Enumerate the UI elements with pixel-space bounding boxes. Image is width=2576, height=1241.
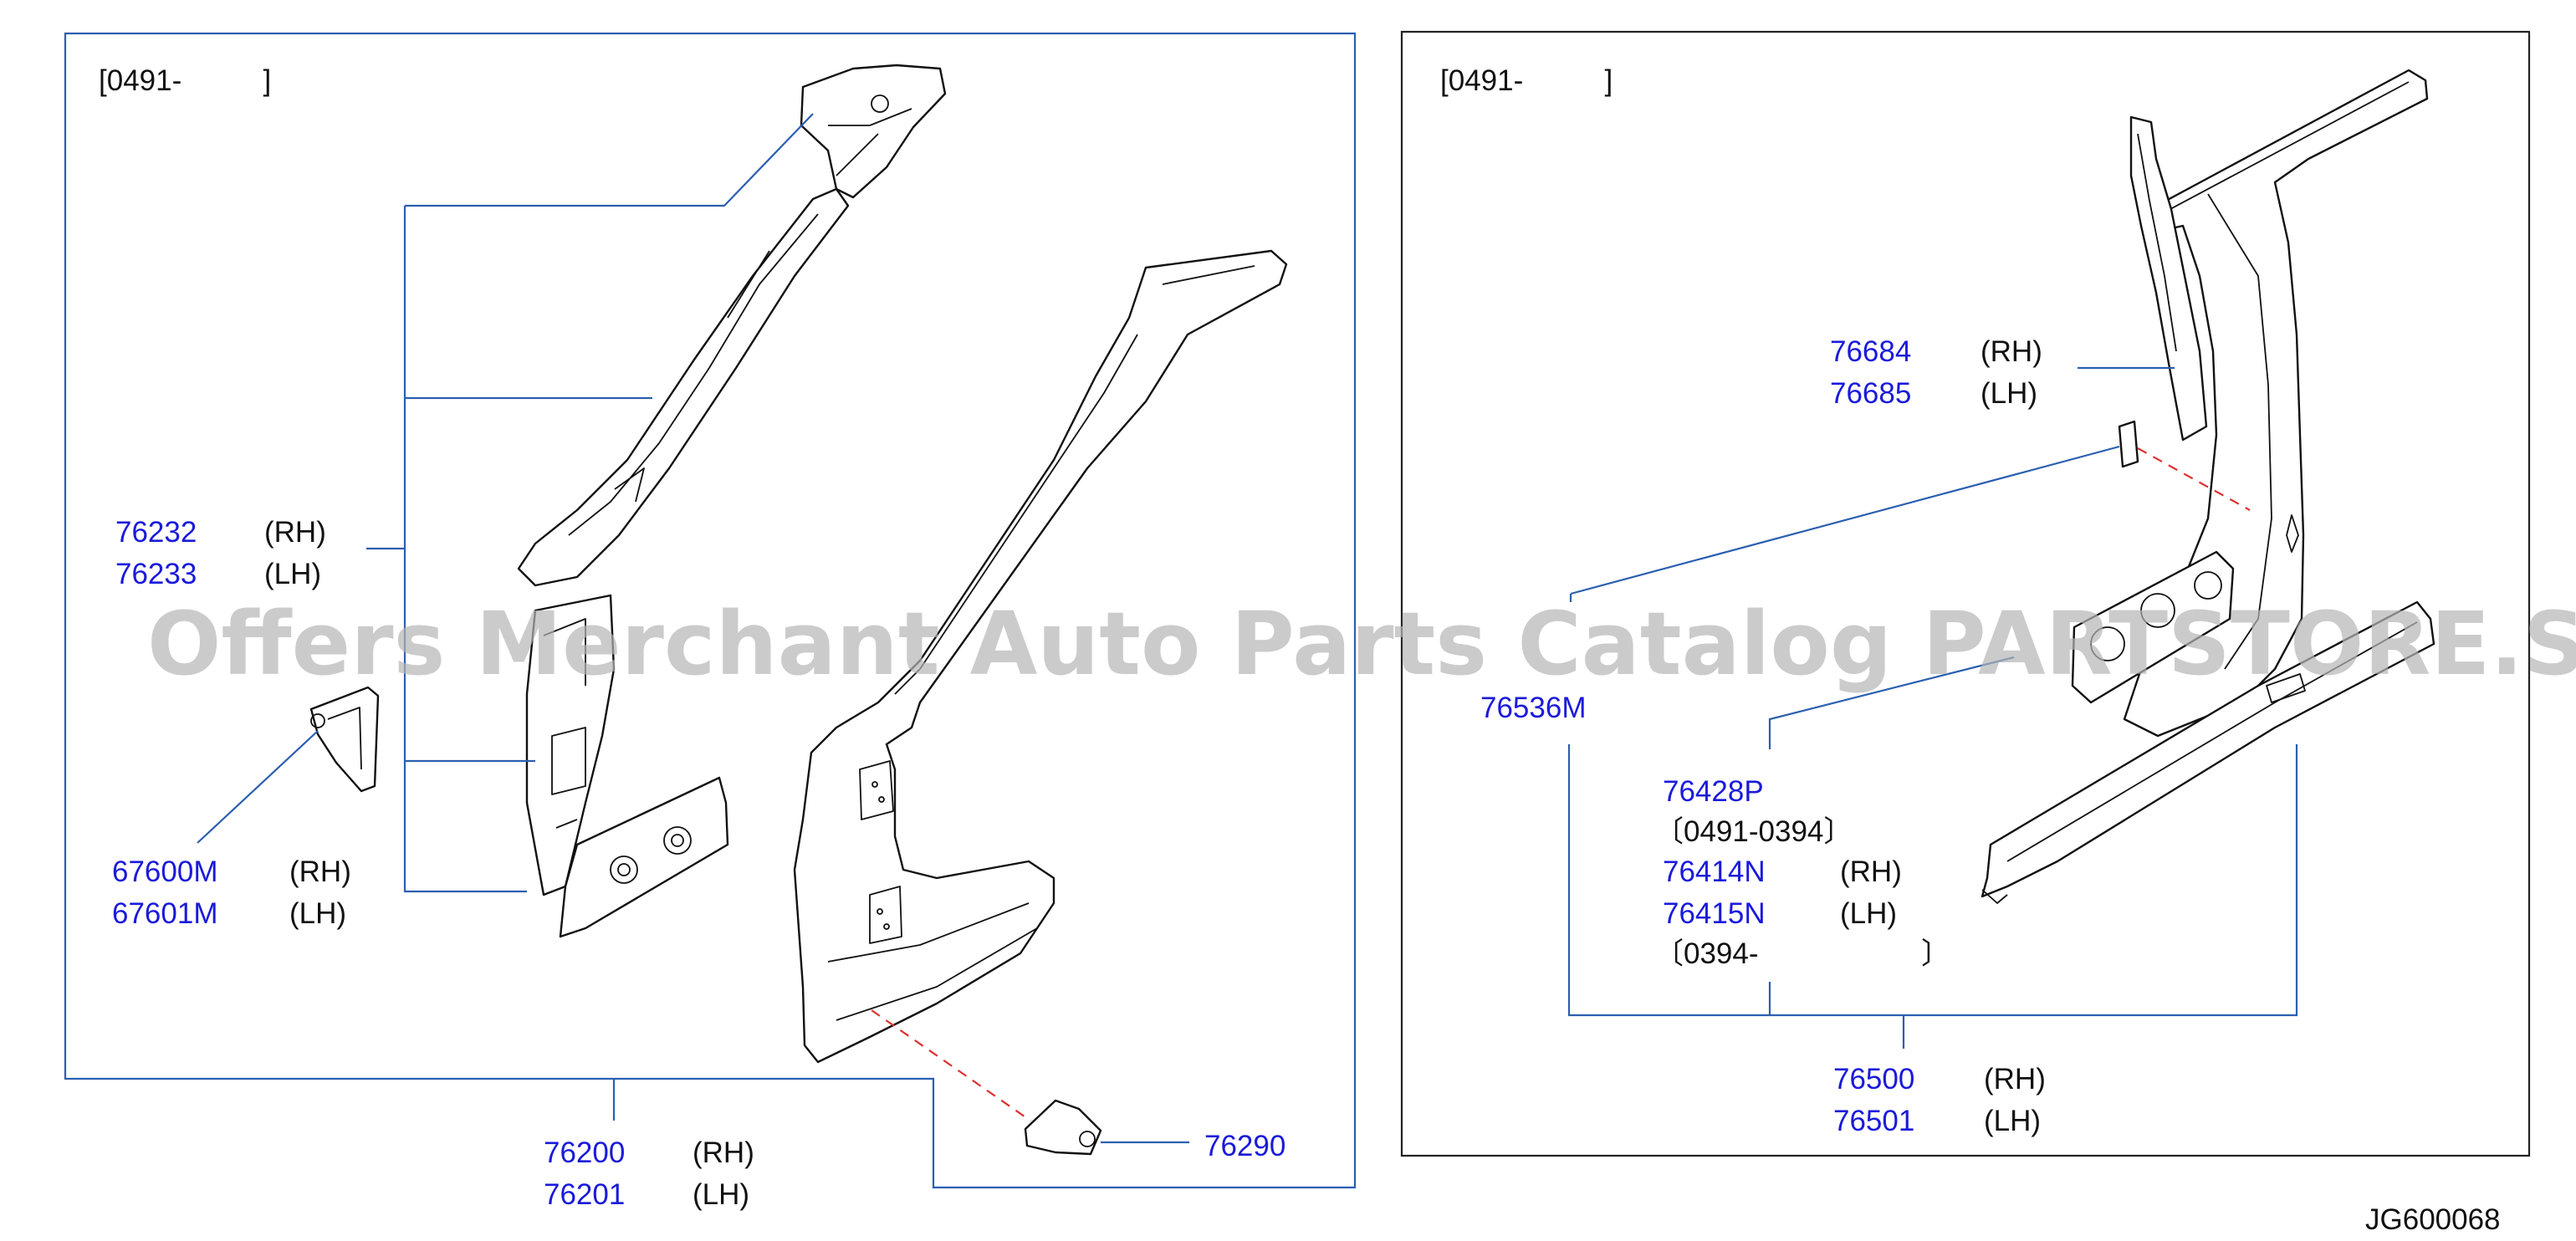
part-number-76684[interactable]: 76684 <box>1830 335 1911 368</box>
part-number-76414N[interactable]: 76414N <box>1663 855 1766 888</box>
leader-76232 <box>366 113 814 893</box>
side-label-76200: (RH) <box>693 1136 754 1169</box>
part-number-76428P[interactable]: 76428P <box>1663 775 1764 808</box>
leader-76428P <box>1768 656 2015 749</box>
side-label-76201: (LH) <box>693 1178 749 1211</box>
bracket-part-left <box>309 686 380 793</box>
side-label-67601M: (LH) <box>289 897 346 930</box>
inner-pillar-lower-part <box>525 594 729 938</box>
leader-67600M <box>197 730 319 844</box>
side-label-76500: (RH) <box>1984 1063 2046 1095</box>
diagram-code: JG600068 <box>2365 1203 2501 1236</box>
date-range-0491-0394: 〔0491-0394〕 <box>1654 815 1853 848</box>
part-number-67601M[interactable]: 67601M <box>112 897 217 930</box>
side-label-76414N: (RH) <box>1840 855 1902 888</box>
part-number-76415N[interactable]: 76415N <box>1663 897 1766 930</box>
leader-76536M <box>1569 445 2120 602</box>
side-label-67600M: (RH) <box>289 855 351 888</box>
left-panel-frame <box>64 32 1357 1189</box>
small-plate-76536M-part <box>2118 420 2139 468</box>
date-range-0394: 〔0394- 〕 <box>1654 937 1950 970</box>
side-label-76232: (RH) <box>264 516 326 549</box>
part-number-76232[interactable]: 76232 <box>115 516 197 549</box>
side-label-76685: (LH) <box>1981 377 2037 410</box>
sill-panel-part <box>1981 550 2435 904</box>
part-number-76201[interactable]: 76201 <box>544 1178 625 1211</box>
side-label-76415N: (LH) <box>1840 897 1897 930</box>
right-range-note: [0491- ] <box>1440 64 1613 97</box>
part-number-76200[interactable]: 76200 <box>544 1136 625 1169</box>
left-range-note: [0491- ] <box>99 64 271 97</box>
part-number-76233[interactable]: 76233 <box>115 558 197 590</box>
part-number-76685[interactable]: 76685 <box>1830 377 1911 410</box>
side-label-76684: (RH) <box>1981 335 2042 368</box>
reinforcement-76684-part <box>2129 115 2208 442</box>
part-number-67600M[interactable]: 67600M <box>112 855 217 888</box>
part-number-76501[interactable]: 76501 <box>1833 1105 1914 1137</box>
right-panel-frame <box>1400 30 2531 1157</box>
side-label-76233: (LH) <box>264 558 321 590</box>
watermark-text: Offers Merchant Auto Parts Catalog PARTS… <box>147 593 2576 695</box>
clip-part-76290 <box>1024 1099 1102 1156</box>
outer-body-side-part <box>793 249 1288 1064</box>
dashed-guide-76536M <box>2137 447 2251 511</box>
part-number-76536M[interactable]: 76536M <box>1480 692 1586 724</box>
leader-76500 <box>1567 744 2298 1049</box>
dashed-guide-76290 <box>871 1009 1031 1121</box>
part-number-76500[interactable]: 76500 <box>1833 1063 1914 1095</box>
part-number-76290[interactable]: 76290 <box>1204 1130 1285 1162</box>
inner-pillar-upper-part <box>517 64 947 587</box>
side-label-76501: (LH) <box>1984 1105 2041 1137</box>
